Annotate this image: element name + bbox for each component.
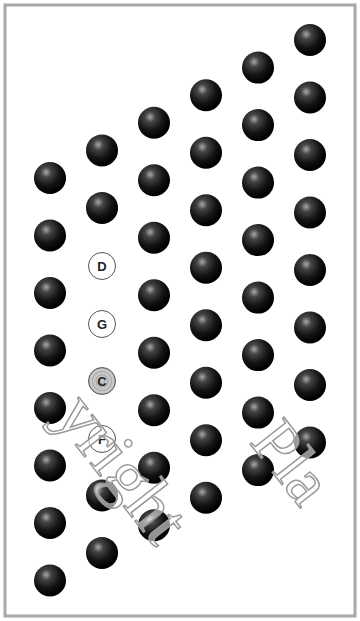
sphere xyxy=(294,369,326,401)
sphere xyxy=(86,134,118,166)
sphere xyxy=(86,537,118,569)
sphere xyxy=(34,220,66,252)
sphere xyxy=(242,167,274,199)
sphere xyxy=(242,397,274,429)
sphere xyxy=(34,450,66,482)
sphere xyxy=(190,367,222,399)
sphere xyxy=(34,507,66,539)
sphere xyxy=(190,137,222,169)
sphere xyxy=(34,162,66,194)
letter-label: D xyxy=(97,260,106,273)
sphere xyxy=(242,339,274,371)
sphere xyxy=(242,52,274,84)
sphere xyxy=(138,279,170,311)
sphere xyxy=(138,337,170,369)
letter-circle: G xyxy=(88,310,116,338)
sphere xyxy=(190,79,222,111)
sphere xyxy=(34,565,66,597)
sphere xyxy=(138,164,170,196)
sphere xyxy=(294,254,326,286)
sphere xyxy=(86,192,118,224)
sphere xyxy=(138,107,170,139)
sphere xyxy=(34,335,66,367)
sphere xyxy=(294,312,326,344)
sphere xyxy=(190,424,222,456)
sphere xyxy=(294,197,326,229)
sphere xyxy=(190,252,222,284)
sphere xyxy=(294,139,326,171)
sphere xyxy=(242,282,274,314)
sphere xyxy=(242,109,274,141)
sphere xyxy=(190,309,222,341)
sphere xyxy=(138,394,170,426)
letter-label: G xyxy=(97,318,107,331)
sphere xyxy=(138,222,170,254)
sphere xyxy=(242,224,274,256)
watermark: yright xyxy=(43,381,201,556)
letter-circle: D xyxy=(88,252,116,280)
frame xyxy=(5,5,355,616)
sphere xyxy=(190,194,222,226)
sphere xyxy=(34,277,66,309)
sphere xyxy=(294,24,326,56)
sphere xyxy=(294,82,326,114)
